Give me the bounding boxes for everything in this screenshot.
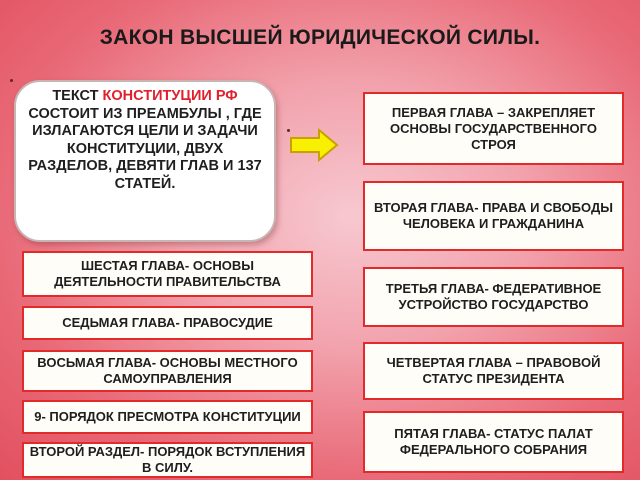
page-title: ЗАКОН ВЫСШЕЙ ЮРИДИЧЕСКОЙ СИЛЫ. [99,26,541,49]
intro-highlight: КОНСТИТУЦИИ РФ [102,88,238,104]
right-box-chapter-4: ЧЕТВЕРТАЯ ГЛАВА – ПРАВОВОЙ СТАТУС ПРЕЗИД… [363,342,624,400]
left-box-chapter-7: СЕДЬМАЯ ГЛАВА- ПРАВОСУДИЕ [22,306,313,340]
right-box-chapter-5: ПЯТАЯ ГЛАВА- СТАТУС ПАЛАТ ФЕДЕРАЛЬНОГО С… [363,411,624,473]
right-box-chapter-1: ПЕРВАЯ ГЛАВА – ЗАКРЕПЛЯЕТ ОСНОВЫ ГОСУДАР… [363,92,624,165]
right-box-chapter-2: ВТОРАЯ ГЛАВА- ПРАВА И СВОБОДЫ ЧЕЛОВЕКА И… [363,181,624,251]
left-box-chapter-6: ШЕСТАЯ ГЛАВА- ОСНОВЫ ДЕЯТЕЛЬНОСТИ ПРАВИТ… [22,251,313,297]
left-box-section-2: ВТОРОЙ РАЗДЕЛ- ПОРЯДОК ВСТУПЛЕНИЯ В СИЛУ… [22,442,313,478]
decorative-dot [10,79,13,82]
left-box-chapter-8: ВОСЬМАЯ ГЛАВА- ОСНОВЫ МЕСТНОГО САМОУПРАВ… [22,350,313,392]
intro-callout: ТЕКСТ КОНСТИТУЦИИ РФ СОСТОИТ ИЗ ПРЕАМБУЛ… [14,80,276,242]
decorative-dot [287,129,290,132]
right-arrow-icon [290,128,339,162]
right-box-chapter-3: ТРЕТЬЯ ГЛАВА- ФЕДЕРАТИВНОЕ УСТРОЙСТВО ГО… [363,267,624,327]
left-box-chapter-9: 9- ПОРЯДОК ПРЕСМОТРА КОНСТИТУЦИИ [22,400,313,434]
intro-text: СОСТОИТ ИЗ ПРЕАМБУЛЫ , ГДЕ ИЗЛАГАЮТСЯ ЦЕ… [28,105,262,192]
intro-prefix: ТЕКСТ [52,88,103,104]
